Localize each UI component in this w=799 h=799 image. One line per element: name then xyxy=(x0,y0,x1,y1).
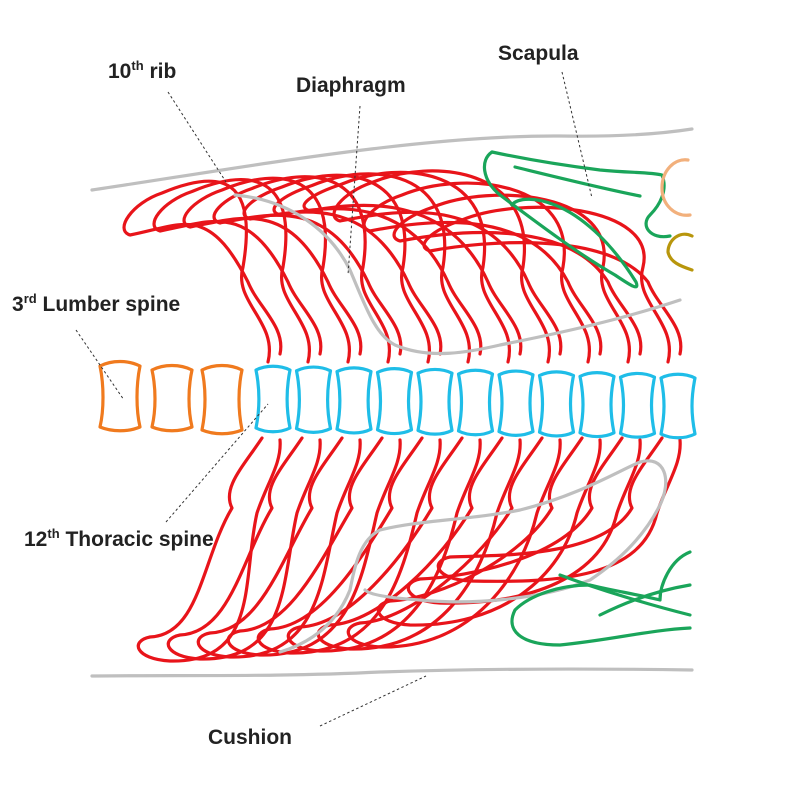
diaphragm-upper-curve xyxy=(233,193,682,356)
diaphragm-lower-curve xyxy=(278,459,668,654)
rib-upper xyxy=(362,181,603,364)
thoracic-vertebra xyxy=(254,364,292,434)
lumbar-vertebra xyxy=(98,359,142,433)
scapula xyxy=(482,150,692,647)
leader-diaphragm xyxy=(347,105,361,276)
scapula-blade xyxy=(482,150,639,289)
humerus-head-outline xyxy=(660,158,692,217)
rib-upper xyxy=(272,172,483,364)
scapula-ridge xyxy=(513,165,642,198)
lumbar-vertebra xyxy=(200,363,244,436)
thoracic-vertebra xyxy=(456,368,495,437)
thoracic-vertebra xyxy=(578,371,616,439)
label-thoracic-spine: 12th Thoracic spine xyxy=(24,526,214,551)
rib-upper xyxy=(302,170,523,364)
label-diaphragm: Diaphragm xyxy=(296,74,406,97)
ribs-lower xyxy=(136,436,682,663)
rib-upper xyxy=(422,205,683,364)
rib-lower xyxy=(196,436,362,659)
thoracic-vertebra xyxy=(659,372,697,440)
leader-cushion xyxy=(319,675,427,727)
rib-upper xyxy=(392,193,643,364)
shoulder-joint-outline xyxy=(666,232,694,272)
scapula-lower-cross xyxy=(598,583,692,617)
rib-lower xyxy=(256,436,442,655)
label-cushion: Cushion xyxy=(208,726,292,749)
rib-lower xyxy=(346,436,562,649)
thoracic-vertebra xyxy=(375,367,414,436)
scapula-spine xyxy=(490,150,672,239)
thoracic-vertebra xyxy=(294,365,333,434)
rib-lower xyxy=(286,436,482,653)
lumbar-spine xyxy=(98,359,244,436)
diaphragm xyxy=(233,193,682,654)
rib-lower xyxy=(166,436,322,661)
leader-thoracic-spine xyxy=(165,403,269,523)
rib-lower xyxy=(376,436,602,627)
thoracic-vertebra xyxy=(497,369,535,437)
thoracic-vertebra xyxy=(335,366,373,435)
thoracic-vertebra xyxy=(618,371,657,439)
rib-upper xyxy=(122,179,283,364)
lumbar-vertebra xyxy=(150,363,194,433)
scapula-lower-spine xyxy=(558,573,692,617)
rib-upper xyxy=(182,176,363,364)
leader-lines xyxy=(75,71,593,727)
thoracic-vertebra xyxy=(416,367,454,436)
rib-upper xyxy=(332,169,563,364)
label-scapula: Scapula xyxy=(498,42,579,65)
label-10th-rib: 10th rib xyxy=(108,58,176,83)
rib-upper xyxy=(212,175,403,364)
cushion-outline xyxy=(90,127,694,678)
thoracic-vertebra xyxy=(537,370,576,438)
cushion-top-line xyxy=(90,127,694,192)
rib-lower xyxy=(226,436,402,657)
cushion-bottom-line xyxy=(90,667,694,678)
rib-lower xyxy=(406,436,642,605)
rib-upper xyxy=(152,178,323,364)
rib-lower xyxy=(136,436,282,663)
leader-10th-rib xyxy=(167,91,227,183)
leader-scapula xyxy=(561,71,593,199)
label-lumbar-spine: 3rd Lumber spine xyxy=(12,291,180,316)
thoracic-spine xyxy=(254,364,697,440)
rib-lower xyxy=(316,436,522,651)
scapula-lower-blade xyxy=(510,550,692,647)
ribs-upper xyxy=(122,169,683,364)
leader-lumbar-spine xyxy=(75,329,125,401)
